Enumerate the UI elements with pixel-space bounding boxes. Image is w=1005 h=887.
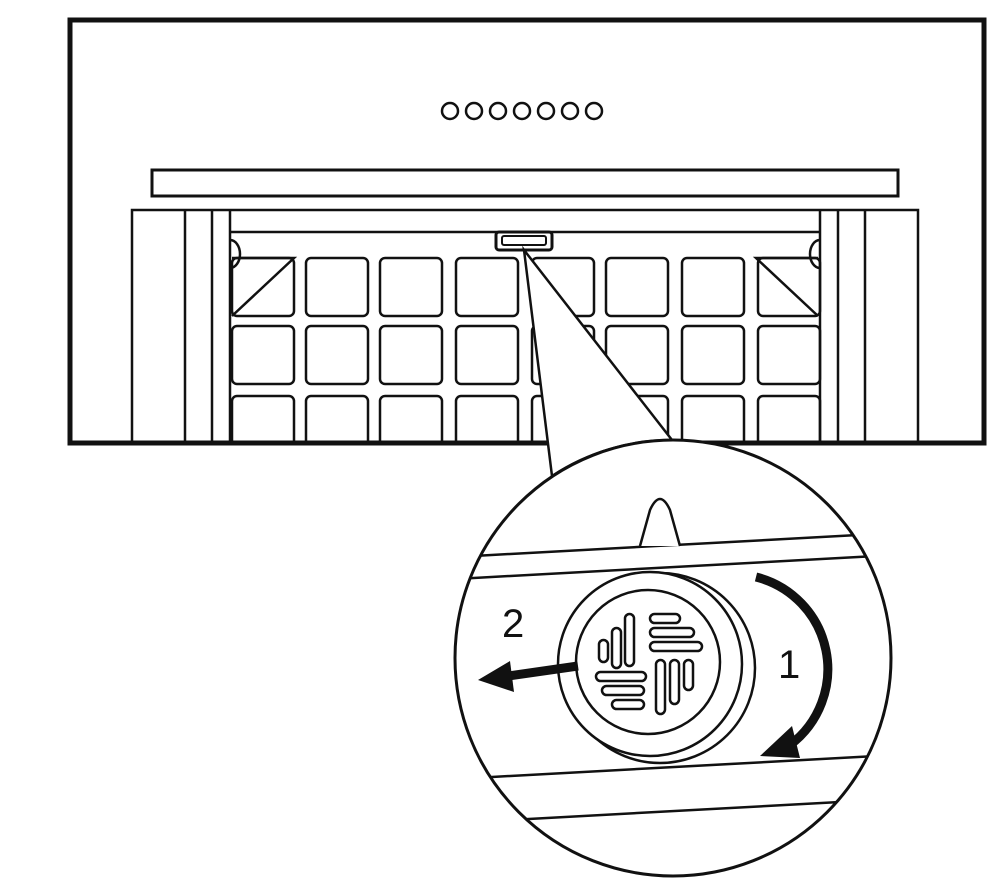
filter-cell bbox=[454, 394, 520, 443]
filter-cell bbox=[304, 394, 370, 443]
knob-grip-pattern bbox=[594, 612, 704, 716]
filter-cell bbox=[756, 324, 822, 386]
step-label-1: 1 bbox=[778, 643, 800, 687]
front-panel bbox=[150, 168, 900, 198]
hood bbox=[67, 17, 987, 446]
grip-slot bbox=[610, 698, 646, 711]
step-label-2: 2 bbox=[502, 602, 524, 646]
filter-corner bbox=[752, 256, 819, 317]
filter-cell bbox=[304, 256, 370, 318]
grip-slot bbox=[682, 658, 695, 692]
grip-slot bbox=[648, 612, 682, 625]
knob bbox=[556, 570, 757, 765]
grip-slot bbox=[610, 626, 623, 670]
filter-cell bbox=[454, 256, 520, 318]
filter-cell bbox=[604, 256, 670, 318]
filter-cell bbox=[230, 394, 296, 443]
filter-cell bbox=[304, 324, 370, 386]
hood-outline bbox=[67, 17, 987, 446]
filter-cell bbox=[378, 394, 444, 443]
grip-slot bbox=[668, 658, 681, 706]
filter-cell bbox=[756, 256, 822, 318]
grip-slot bbox=[597, 638, 610, 664]
filter-area bbox=[130, 208, 920, 443]
grip-slot bbox=[648, 640, 704, 653]
filter-grid bbox=[230, 256, 822, 443]
rotate-arrow-icon bbox=[754, 572, 833, 758]
filter-cell bbox=[680, 324, 746, 386]
filter-cell bbox=[230, 324, 296, 386]
grip-slot bbox=[600, 684, 646, 697]
grip-slot bbox=[594, 670, 648, 683]
grip-slot bbox=[623, 612, 636, 668]
filter-cell bbox=[378, 256, 444, 318]
filter-latch bbox=[494, 230, 554, 252]
pull-arrow-icon bbox=[478, 661, 579, 692]
filter-corner bbox=[231, 256, 298, 317]
filter-cell bbox=[378, 324, 444, 386]
filter-cell bbox=[680, 394, 746, 443]
grip-slot bbox=[648, 626, 696, 639]
grip-slot bbox=[654, 658, 667, 716]
control-buttons bbox=[440, 101, 604, 121]
filter-cell bbox=[756, 394, 822, 443]
filter-cell bbox=[680, 256, 746, 318]
filter-cell bbox=[454, 324, 520, 386]
